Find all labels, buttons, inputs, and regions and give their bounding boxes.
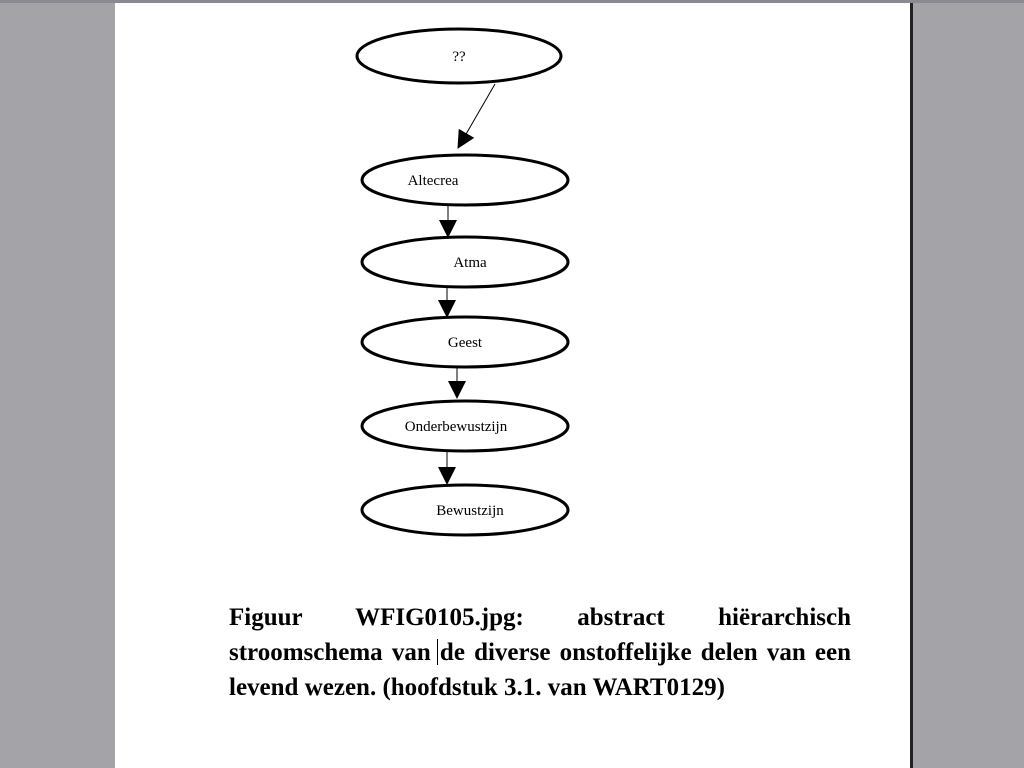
node-label: Onderbewustzijn [405,419,508,435]
node-label: Geest [448,335,483,351]
node-bewustzijn: Bewustzijn [360,483,570,537]
document-page: ?? Altecrea Atma Geest Onderbewustzijn B… [115,3,913,768]
node-label: Atma [453,255,487,271]
node-geest: Geest [360,315,570,369]
node-onderbewustzijn: Onderbewustzijn [360,399,570,453]
node-label: ?? [452,49,466,65]
figure-caption[interactable]: Figuur WFIG0105.jpg: abstract hiërarchis… [229,604,851,701]
window-top-border [0,0,1024,3]
node-root: ?? [355,27,563,85]
node-label: Bewustzijn [436,503,504,519]
text-cursor [437,639,438,665]
node-atma: Atma [360,235,570,289]
node-label: Altecrea [408,173,459,189]
flowchart: ?? Altecrea Atma Geest Onderbewustzijn B… [355,27,570,537]
edge-arrow [457,83,496,149]
node-altecrea: Altecrea [360,153,570,207]
